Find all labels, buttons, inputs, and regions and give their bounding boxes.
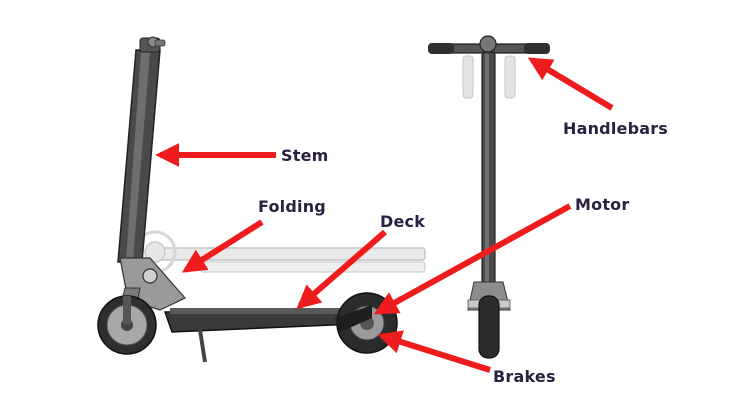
deck-board — [163, 308, 356, 363]
label-deck: Deck — [380, 212, 426, 231]
rear-wheel — [335, 292, 398, 354]
front-wheel — [97, 295, 157, 355]
side-view-scooter — [97, 36, 426, 363]
front-wheel-front-view — [478, 295, 500, 359]
label-motor: Motor — [575, 195, 630, 214]
arrow-folding — [181, 219, 264, 273]
label-brakes: Brakes — [493, 367, 556, 386]
label-stem: Stem — [281, 146, 329, 165]
arrow-deck — [296, 229, 387, 310]
arrow-motor — [373, 203, 572, 315]
stem-tube — [117, 36, 166, 263]
front-view-scooter — [428, 35, 550, 359]
left-grip — [428, 43, 454, 54]
right-grip — [524, 43, 550, 54]
label-folding: Folding — [258, 197, 326, 216]
arrow-handlebars — [527, 57, 614, 111]
label-handlebars: Handlebars — [563, 119, 669, 138]
pointer-arrows — [155, 57, 614, 373]
arrow-brakes — [377, 330, 491, 373]
